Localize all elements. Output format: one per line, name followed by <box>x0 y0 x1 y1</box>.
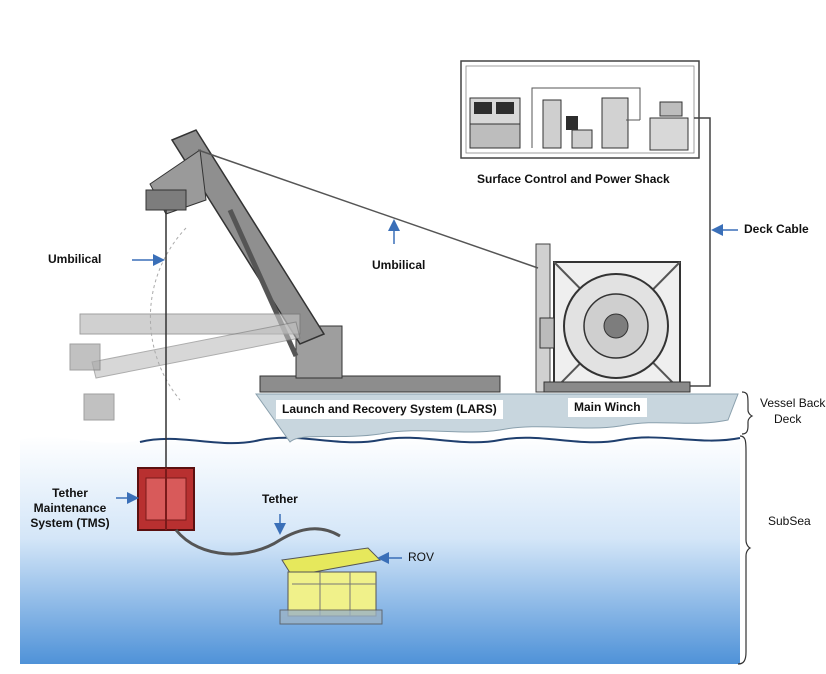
sea-surface-line <box>139 436 741 445</box>
rov-label: ROV <box>408 550 435 564</box>
tms-cage-icon <box>137 467 195 531</box>
umbilical-overhead <box>197 149 539 269</box>
rov-vehicle-icon <box>279 547 383 625</box>
tether-label: Tether <box>262 492 298 506</box>
lars-label: Launch and Recovery System (LARS) <box>276 400 503 419</box>
deck-cable-label: Deck Cable <box>744 222 809 236</box>
subsea-label: SubSea <box>768 514 811 528</box>
tms-label-line3: System (TMS) <box>30 516 110 530</box>
lars-crane-icon <box>69 129 501 421</box>
control-shack-icon <box>460 60 700 159</box>
tms-label-line2: Maintenance <box>33 501 107 515</box>
vessel-back-deck-label-line2: Deck <box>774 412 802 426</box>
surface-control-label: Surface Control and Power Shack <box>477 172 670 186</box>
winch-drum-icon <box>535 243 691 393</box>
main-winch-label: Main Winch <box>568 398 647 417</box>
bracket-vessel-deck <box>741 391 754 435</box>
vessel-back-deck-label-line1: Vessel Back <box>760 396 826 410</box>
sea-water <box>20 435 740 664</box>
umbilical-center-label: Umbilical <box>372 258 426 272</box>
umbilical-left-label: Umbilical <box>48 252 102 266</box>
deck-cable <box>686 117 711 387</box>
tms-label-line1: Tether <box>52 486 88 500</box>
tether-cable <box>174 527 341 556</box>
bracket-subsea <box>737 435 752 665</box>
